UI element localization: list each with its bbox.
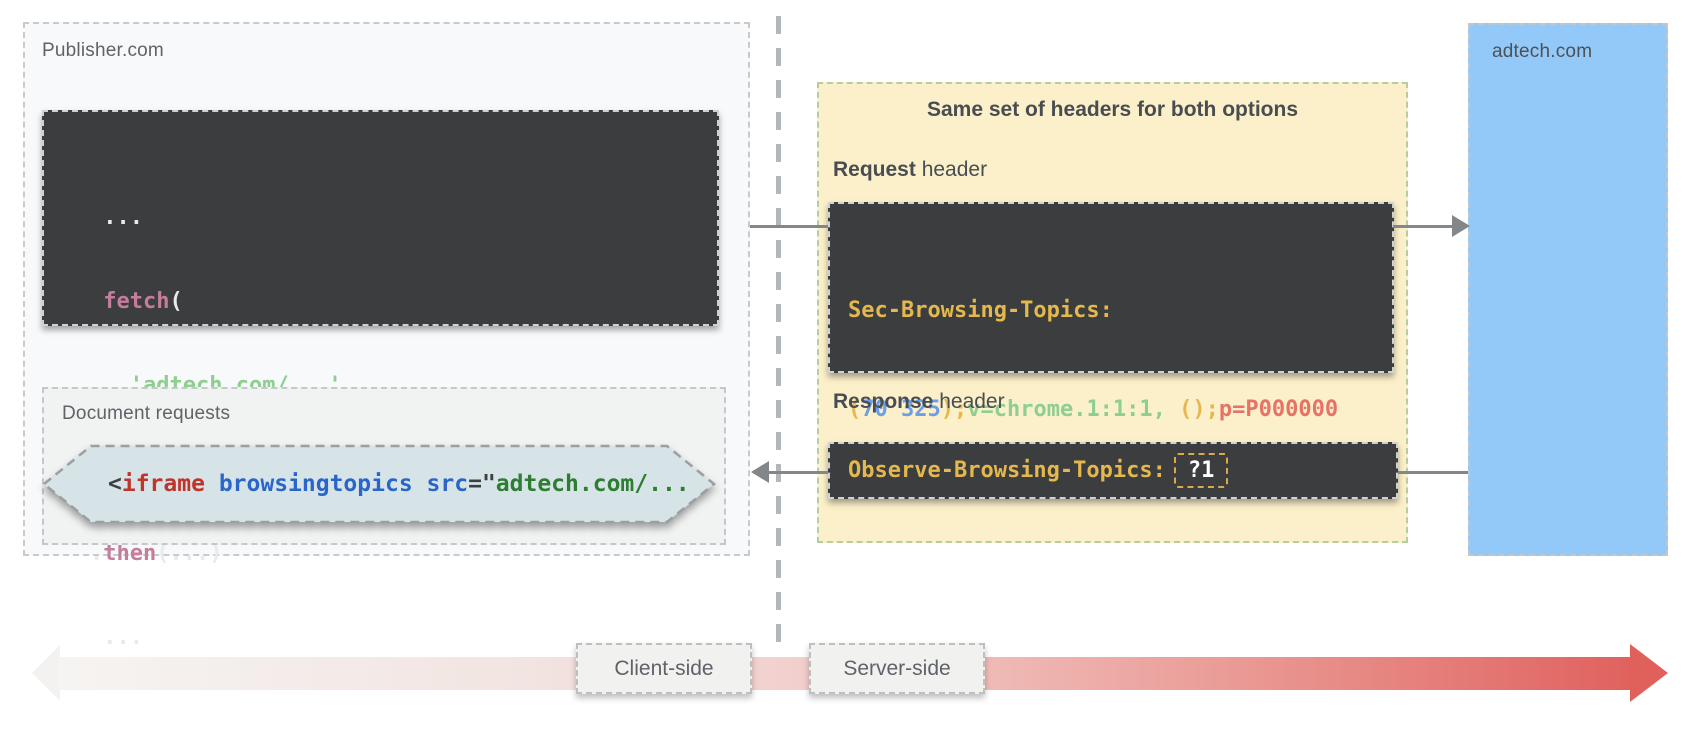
headers-panel-title: Same set of headers for both options bbox=[926, 98, 1299, 121]
server-side-chip: Server-side bbox=[809, 643, 985, 694]
request-header-label: Request header bbox=[833, 158, 987, 182]
adtech-panel: adtech.com bbox=[1468, 23, 1668, 556]
fetch-code-block: ... fetch( 'adtech.com/...', {browsingTo… bbox=[42, 110, 719, 650]
timeline-right-arrowhead-icon bbox=[1630, 644, 1668, 702]
publisher-panel-label: Publisher.com bbox=[42, 40, 164, 61]
response-header-label-bold: Response bbox=[833, 390, 934, 413]
server-side-label: Server-side bbox=[843, 656, 951, 680]
client-side-label: Client-side bbox=[614, 656, 714, 680]
response-header-name: Observe-Browsing-Topics: bbox=[848, 458, 1166, 483]
response-header-code-block: Observe-Browsing-Topics: ?1 bbox=[828, 442, 1398, 499]
request-connector-right bbox=[1393, 225, 1453, 228]
publisher-panel: Publisher.com ... fetch( 'adtech.com/...… bbox=[23, 22, 750, 650]
request-header-value: (70 325);v=chrome.1:1:1, ();p=P000000 bbox=[848, 397, 1339, 422]
code-line: .then(...) bbox=[90, 541, 223, 566]
iframe-code: <iframe browsingtopics src="adtech.com/.… bbox=[108, 471, 690, 497]
code-line: fetch( bbox=[103, 289, 183, 314]
request-header-name: Sec-Browsing-Topics: bbox=[848, 298, 1113, 323]
code-line: ... bbox=[90, 625, 143, 650]
response-arrowhead-icon bbox=[751, 461, 769, 483]
request-arrowhead-icon bbox=[1452, 215, 1470, 237]
response-flag-badge: ?1 bbox=[1173, 453, 1229, 488]
response-header-label-rest: header bbox=[933, 390, 1005, 413]
request-header-label-rest: header bbox=[915, 158, 988, 181]
response-header-label: Response header bbox=[833, 390, 1005, 414]
iframe-tag-shape: <iframe browsingtopics src="adtech.com/.… bbox=[42, 443, 716, 525]
hexagon-outline bbox=[42, 444, 716, 524]
response-connector-right bbox=[1398, 471, 1468, 474]
code-line: ... bbox=[90, 205, 143, 230]
document-requests-label: Document requests bbox=[62, 403, 231, 424]
client-server-divider bbox=[776, 16, 781, 648]
adtech-panel-label: adtech.com bbox=[1492, 41, 1593, 62]
response-connector-left bbox=[768, 471, 828, 474]
request-connector-left bbox=[750, 225, 828, 228]
timeline-left-arrowhead-icon bbox=[32, 645, 60, 701]
request-header-code-block: Sec-Browsing-Topics: (70 325);v=chrome.1… bbox=[828, 202, 1394, 422]
request-header-label-bold: Request bbox=[833, 158, 916, 181]
client-side-chip: Client-side bbox=[576, 643, 752, 694]
